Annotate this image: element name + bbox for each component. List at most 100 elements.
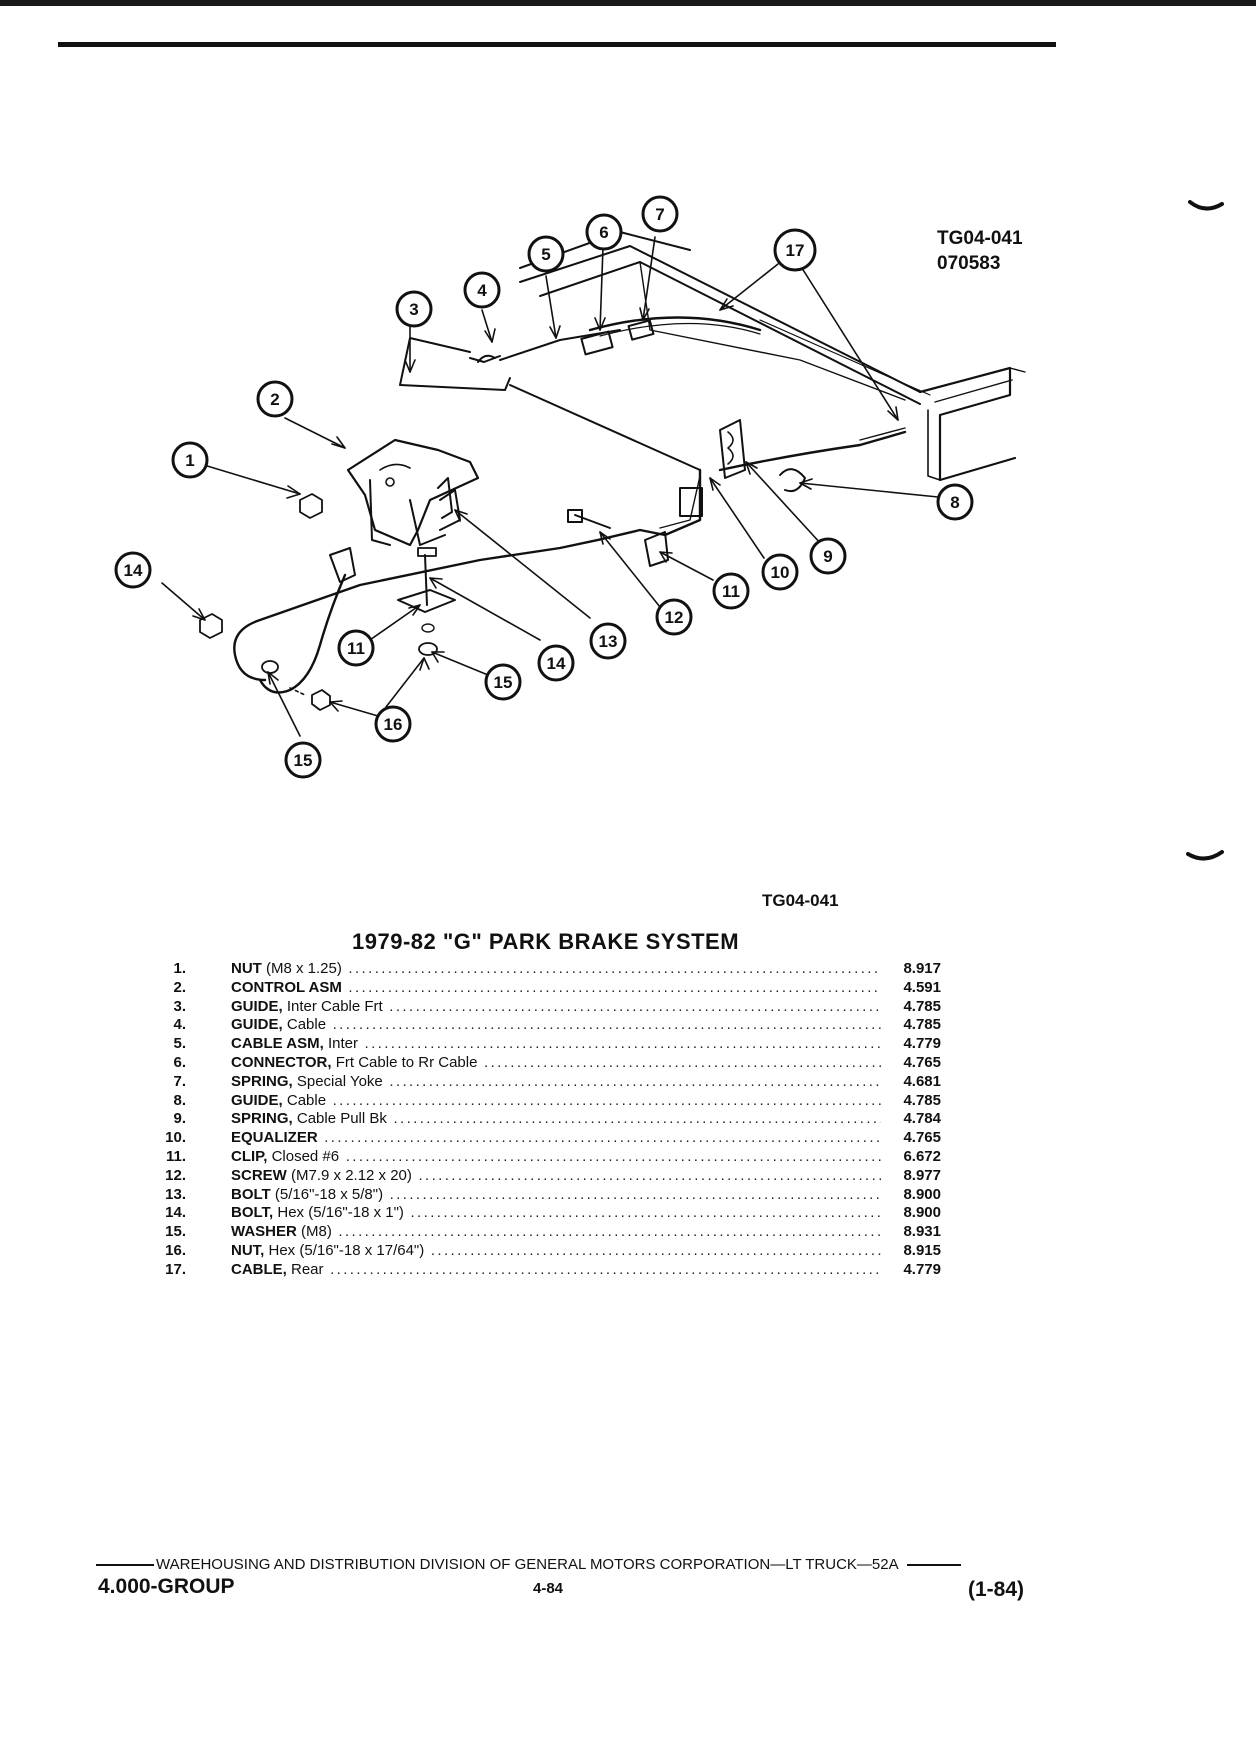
- callout-label: 4: [477, 281, 487, 300]
- figure-date-code: 070583: [937, 253, 1001, 274]
- part-number: 15.: [165, 1223, 186, 1241]
- footer-group: 4.000-GROUP: [98, 1575, 235, 1598]
- part-number: 13.: [165, 1185, 186, 1203]
- part-number: 8.: [173, 1091, 186, 1109]
- callout-label: 9: [823, 547, 832, 566]
- part-catalog-code: 8.900: [885, 1185, 941, 1205]
- section-title: 1979-82 "G" PARK BRAKE SYSTEM: [352, 929, 740, 954]
- part-detail: Cable: [282, 1016, 327, 1034]
- part-detail: Inter: [323, 1035, 358, 1053]
- leader-dots: ........................................…: [364, 1035, 881, 1053]
- part-number: 16.: [165, 1241, 186, 1259]
- footer-rule-right: [906, 1563, 961, 1566]
- leader-dots: ........................................…: [393, 1110, 881, 1128]
- part-detail: Hex (5/16"-18 x 1"): [273, 1204, 404, 1222]
- part-detail: (5/16"-18 x 5/8"): [270, 1185, 384, 1203]
- callout-5: [527, 235, 565, 273]
- callout-8: [936, 483, 974, 521]
- part-detail: Cable: [282, 1091, 327, 1109]
- part-name: CONNECTOR,: [231, 1053, 332, 1071]
- part-number: 7.: [173, 1072, 186, 1090]
- part-name: GUIDE,: [231, 1016, 283, 1034]
- callout-2: [256, 380, 294, 418]
- leader-dots: ........................................…: [389, 997, 881, 1015]
- leader-dots: ........................................…: [348, 960, 881, 977]
- part-catalog-code: 4.681: [885, 1072, 941, 1092]
- part-row: 15. WASHER (M8) .........................…: [140, 1223, 941, 1242]
- part-number: 14.: [165, 1204, 186, 1222]
- part-description: CONTROL ASM ............................…: [231, 979, 881, 998]
- part-name: SPRING,: [231, 1072, 293, 1090]
- part-row: 9.SPRING, Cable Pull Bk ................…: [140, 1110, 941, 1130]
- part-description: GUIDE, Cable ...........................…: [231, 1016, 881, 1035]
- part-name: BOLT,: [231, 1204, 274, 1222]
- footer-division: WAREHOUSING AND DISTRIBUTION DIVISION OF…: [156, 1556, 899, 1573]
- callout-label: 11: [347, 639, 365, 658]
- part-name: CONTROL ASM: [231, 978, 342, 996]
- callout-label: 12: [665, 608, 684, 627]
- callout-16: [374, 705, 412, 743]
- figure-code-block: TG04-041 070583: [937, 226, 1023, 276]
- part-number: 12.: [165, 1166, 186, 1184]
- callout-group: [114, 195, 974, 779]
- part-catalog-code: 4.779: [885, 1260, 941, 1280]
- leader-dots: ........................................…: [345, 1147, 881, 1165]
- part-name: BOLT: [231, 1185, 271, 1203]
- callout-11b: [337, 629, 375, 667]
- part-catalog-code: 8.900: [885, 1204, 941, 1224]
- part-catalog-code: 6.672: [885, 1147, 941, 1167]
- callout-label: 14: [547, 654, 566, 673]
- part-row: 16.NUT, Hex (5/16"-18 x 17/64") ........…: [140, 1241, 941, 1261]
- part-detail: (M8): [296, 1223, 332, 1241]
- part-description: GUIDE, Inter Cable Frt .................…: [231, 998, 881, 1017]
- part-description: SPRING, Special Yoke ...................…: [231, 1073, 881, 1092]
- part-detail: (M8 x 1.25): [261, 960, 342, 977]
- part-catalog-code: 8.917: [885, 960, 941, 979]
- part-detail: (M7.9 x 2.12 x 20): [286, 1166, 412, 1184]
- callout-label: 15: [494, 673, 513, 692]
- part-row: 14.BOLT, Hex (5/16"-18 x 1") ...........…: [140, 1204, 941, 1224]
- callout-label: 13: [599, 632, 618, 651]
- header-rule: [58, 42, 1056, 47]
- part-catalog-code: 4.785: [885, 1016, 941, 1036]
- part-catalog-code: 4.785: [885, 1091, 941, 1111]
- part-number: 2.: [173, 978, 186, 996]
- callout-label: 14: [124, 561, 143, 580]
- callout-label: 7: [655, 205, 664, 224]
- part-name: NUT,: [231, 1241, 265, 1259]
- part-number: 11.: [165, 1147, 186, 1165]
- part-catalog-code: 4.591: [885, 978, 941, 998]
- part-description: GUIDE, Cable ...........................…: [231, 1092, 881, 1111]
- part-row: 1.NUT (M8 x 1.25) ......................…: [140, 960, 941, 979]
- part-row: 4.GUIDE, Cable .........................…: [140, 1016, 941, 1036]
- part-description: WASHER (M8) ............................…: [231, 1223, 881, 1242]
- part-catalog-code: 4.765: [885, 1053, 941, 1073]
- part-name: SPRING,: [231, 1110, 293, 1128]
- part-description: SCREW (M7.9 x 2.12 x 20) ...............…: [231, 1167, 881, 1186]
- part-name: CABLE ASM,: [231, 1035, 324, 1053]
- callout-label: 15: [294, 751, 313, 770]
- callout-15b: [284, 741, 322, 779]
- callout-label: 17: [786, 241, 805, 260]
- part-name: NUT: [231, 960, 262, 977]
- callout-label: 1: [185, 451, 194, 470]
- parts-list: 1.NUT (M8 x 1.25) ......................…: [140, 960, 941, 1280]
- part-name: CLIP,: [231, 1147, 268, 1165]
- part-number: 6.: [173, 1053, 186, 1071]
- callout-3: [395, 290, 433, 328]
- callout-12: [655, 598, 693, 636]
- callout-label: 11: [722, 582, 740, 601]
- leader-dots: ........................................…: [324, 1129, 881, 1147]
- callout-15a: [484, 663, 522, 701]
- part-detail: Hex (5/16"-18 x 17/64"): [264, 1241, 425, 1259]
- part-catalog-code: 4.784: [885, 1110, 941, 1130]
- part-description: CABLE ASM, Inter .......................…: [231, 1035, 881, 1054]
- callout-10: [761, 553, 799, 591]
- part-detail: Frt Cable to Rr Cable: [331, 1053, 478, 1071]
- leader-dots: ........................................…: [332, 1016, 881, 1034]
- part-row: 10.EQUALIZER ...........................…: [140, 1129, 941, 1148]
- part-name: GUIDE,: [231, 997, 283, 1015]
- callout-11a: [712, 572, 750, 610]
- part-description: SPRING, Cable Pull Bk ..................…: [231, 1110, 881, 1129]
- part-row: 3.GUIDE, Inter Cable Frt ...............…: [140, 997, 941, 1017]
